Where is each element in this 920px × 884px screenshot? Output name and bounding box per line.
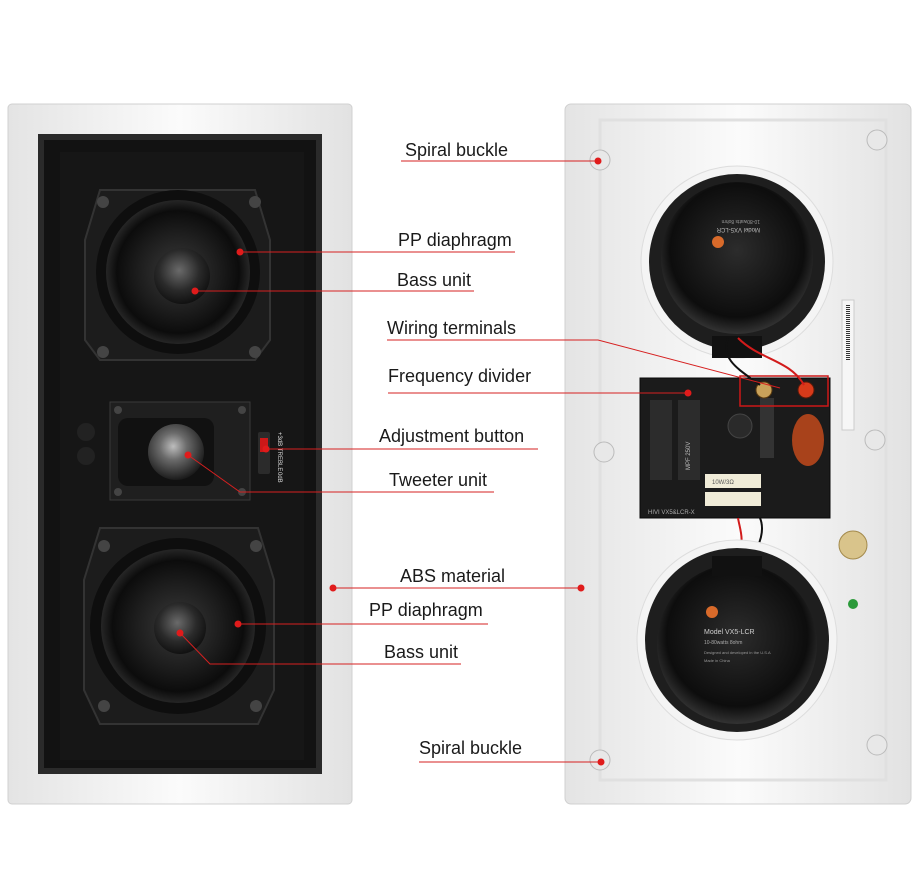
terminal-block (712, 556, 762, 576)
switch-label-mid: TREBLE (276, 448, 282, 471)
terminal-highlight (739, 375, 829, 407)
magnet-cap (657, 564, 817, 724)
dot-spiral-buckle-top (594, 157, 602, 165)
screw-icon (98, 540, 110, 552)
tweeter-module: +3dB TREBLE 0dB (109, 401, 282, 501)
terminal-block (712, 336, 762, 358)
clamp-icon (864, 429, 886, 451)
dot-tweeter-unit (184, 451, 192, 459)
component (760, 398, 774, 458)
screw-icon (114, 488, 122, 496)
dot-pp-diaphragm-top (236, 248, 244, 256)
clamp-icon (593, 441, 615, 463)
bottom-woofer (83, 527, 275, 725)
label-disc (838, 530, 868, 560)
switch-label-bottom: 0dB (276, 472, 282, 483)
top-magnet: Model VX5-LCR 10-80watts 8ohm (640, 165, 834, 359)
screw-icon (97, 196, 109, 208)
magnet-cap (661, 182, 813, 334)
dot-pp-diaphragm-bottom (234, 620, 242, 628)
terminal-red-icon (797, 381, 815, 399)
dust-cap (154, 248, 210, 304)
leader-wiring-terminals (387, 339, 781, 389)
capacitor (678, 400, 700, 480)
back-speaker: Model VX5-LCR 10-80watts 8ohm MPF 250V 1… (564, 103, 912, 805)
label-bass-unit-top: Bass unit (397, 270, 472, 290)
leader-lines (179, 160, 781, 763)
treble-switch-knob[interactable] (260, 438, 268, 452)
resistor (705, 474, 761, 488)
screw-icon (249, 196, 261, 208)
screw-icon (238, 406, 246, 414)
label-abs-material: ABS material (400, 566, 506, 586)
terminal-gold-icon (755, 381, 773, 399)
label-pp-diaphragm-top: PP diaphragm (398, 230, 512, 250)
wire-red (737, 337, 805, 386)
capacitor-label: MPF 250V (686, 442, 692, 470)
spec-text-top: 10-80watts 8ohm (722, 218, 760, 224)
dust-cap (154, 602, 206, 654)
label-frequency-divider: Frequency divider (388, 366, 532, 386)
dot-adjustment-button (262, 445, 270, 453)
resistor (705, 492, 761, 506)
clamp-icon (866, 734, 888, 756)
label-pp-diaphragm-bottom: PP diaphragm (369, 600, 483, 620)
top-woofer (84, 189, 271, 361)
model-text-top: Model VX5-LCR (716, 226, 760, 232)
label-bass-unit-bottom: Bass unit (384, 642, 459, 662)
divider-model-text: HIVI VX5&LCR-X (648, 510, 695, 516)
dot-spiral-buckle-bottom (597, 758, 605, 766)
barcode-label (841, 299, 855, 431)
dot-bass-unit-bottom (176, 629, 184, 637)
dot-frequency-divider (684, 389, 692, 397)
switch-label-top: +3dB (276, 432, 282, 446)
crossover-board: MPF 250V 10W/3Ω HIVI VX5&LCR-X (639, 337, 831, 557)
dot-abs-material-right (577, 584, 585, 592)
clamp-icon (866, 129, 888, 151)
inductor-small (727, 413, 753, 439)
dot-bass-unit-top (191, 287, 199, 295)
dot-abs-material-left (329, 584, 337, 592)
bottom-magnet: Model VX5-LCR 10-80watts 8ohm Designed a… (636, 539, 838, 741)
label-wiring-terminals: Wiring terminals (387, 318, 517, 338)
designed-text: Designed and developed in the U.S.A (704, 650, 771, 655)
tweeter-dome (148, 424, 204, 480)
screw-icon (97, 346, 109, 358)
resistor-label: 10W/3Ω (712, 480, 734, 486)
screw-icon (114, 406, 122, 414)
leader-bass-unit-bottom (179, 632, 461, 665)
front-speaker: +3dB TREBLE 0dB (7, 103, 353, 805)
logo-icon (77, 423, 95, 441)
indicator-dot-icon (848, 599, 858, 609)
brand-dot-icon (712, 236, 724, 248)
label-adjustment-button: Adjustment button (379, 426, 525, 446)
screw-icon (249, 346, 261, 358)
leader-tweeter-unit (187, 454, 494, 493)
brand-dot-icon (706, 606, 718, 618)
spec-text-bottom: 10-80watts 8ohm (704, 640, 742, 646)
label-tweeter-unit: Tweeter unit (389, 470, 488, 490)
label-spiral-buckle-top: Spiral buckle (405, 140, 509, 160)
capacitor (650, 400, 672, 480)
screw-icon (250, 540, 262, 552)
leader-dots (176, 157, 692, 766)
screw-icon (250, 700, 262, 712)
made-in-text: Made in China (704, 658, 731, 663)
screw-icon (98, 700, 110, 712)
model-text-bottom: Model VX5-LCR (704, 629, 755, 636)
label-spiral-buckle-bottom: Spiral buckle (419, 738, 523, 758)
inductor-coil (792, 414, 824, 466)
logo-icon (77, 447, 95, 465)
